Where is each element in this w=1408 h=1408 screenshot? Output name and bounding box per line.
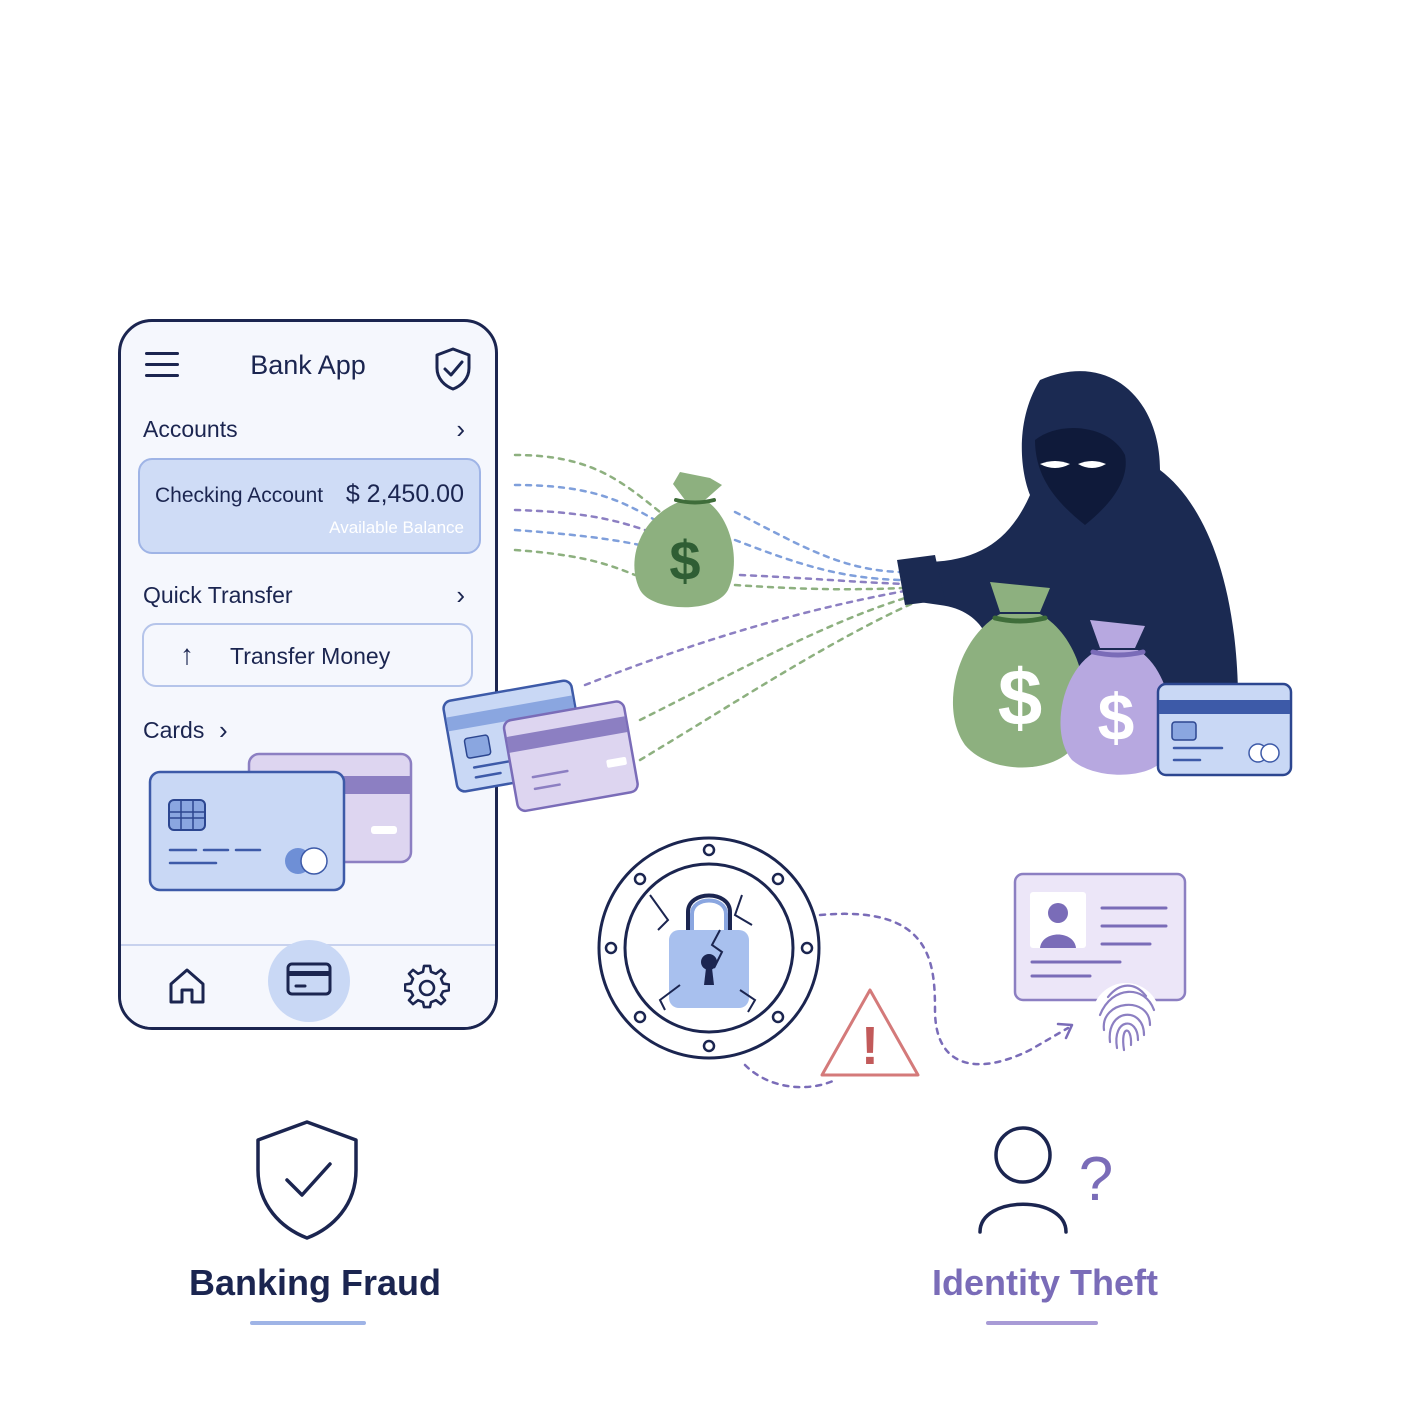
svg-text:!: ! [861, 1016, 879, 1076]
identity-theft-caption: Identity Theft [932, 1262, 1158, 1303]
shield-check-icon[interactable] [433, 346, 473, 392]
user-question-icon: ? [978, 1126, 1113, 1234]
stolen-cards [442, 679, 639, 813]
hooded-thief-figure [897, 371, 1238, 690]
svg-text:?: ? [1079, 1145, 1113, 1214]
fingerprint-icon [1092, 983, 1160, 1052]
cards-stack[interactable] [146, 750, 416, 895]
app-title: Bank App [250, 350, 366, 380]
stolen-credit-card [1156, 682, 1293, 777]
green-money-bag-icon: $ [952, 582, 1085, 768]
banking-fraud-underline [250, 1321, 366, 1325]
chevron-right-icon[interactable]: › [456, 580, 465, 610]
chevron-right-icon[interactable]: › [456, 414, 465, 444]
gear-icon[interactable] [404, 964, 450, 1010]
data-flow-lines [513, 453, 1070, 1089]
dollar-sign: $ [998, 653, 1043, 742]
warning-icon: ! [820, 988, 920, 1077]
menu-icon[interactable] [145, 352, 179, 380]
purple-money-bag-icon: $ [1060, 620, 1172, 775]
accounts-label[interactable]: Accounts [143, 416, 238, 442]
banking-fraud-caption: Banking Fraud [188, 1262, 442, 1303]
chip-icon [168, 799, 206, 831]
dollar-sign: $ [669, 529, 700, 592]
dollar-sign: $ [1098, 680, 1135, 754]
shield-check-icon [256, 1120, 358, 1240]
money-bag-icon: $ [634, 472, 734, 608]
balance-caption: Available Balance [329, 518, 464, 537]
home-icon[interactable] [165, 964, 209, 1008]
identity-theft-underline [986, 1321, 1098, 1325]
blue-card[interactable] [148, 770, 346, 892]
id-card-icon [1013, 872, 1187, 1002]
arrow-up-icon: ↑ [180, 639, 194, 670]
cards-nav-button[interactable] [268, 940, 350, 1022]
checking-account-card[interactable]: Checking Account $ 2,450.00 Available Ba… [138, 458, 481, 554]
chevron-right-icon[interactable]: › [219, 715, 228, 745]
cracked-vault-lock-icon [597, 836, 821, 1060]
account-name: Checking Account [155, 484, 324, 507]
account-balance: $ 2,450.00 [345, 480, 464, 508]
transfer-money-label: Transfer Money [230, 643, 391, 669]
transfer-money-button[interactable]: ↑ Transfer Money [142, 623, 473, 687]
card-icon [286, 962, 332, 996]
bank-app-phone: Bank App Accounts › Checking Account $ 2… [118, 319, 498, 1030]
quick-transfer-label[interactable]: Quick Transfer [143, 582, 293, 608]
cards-label[interactable]: Cards [143, 717, 205, 743]
bottom-nav-bar [121, 940, 495, 1027]
